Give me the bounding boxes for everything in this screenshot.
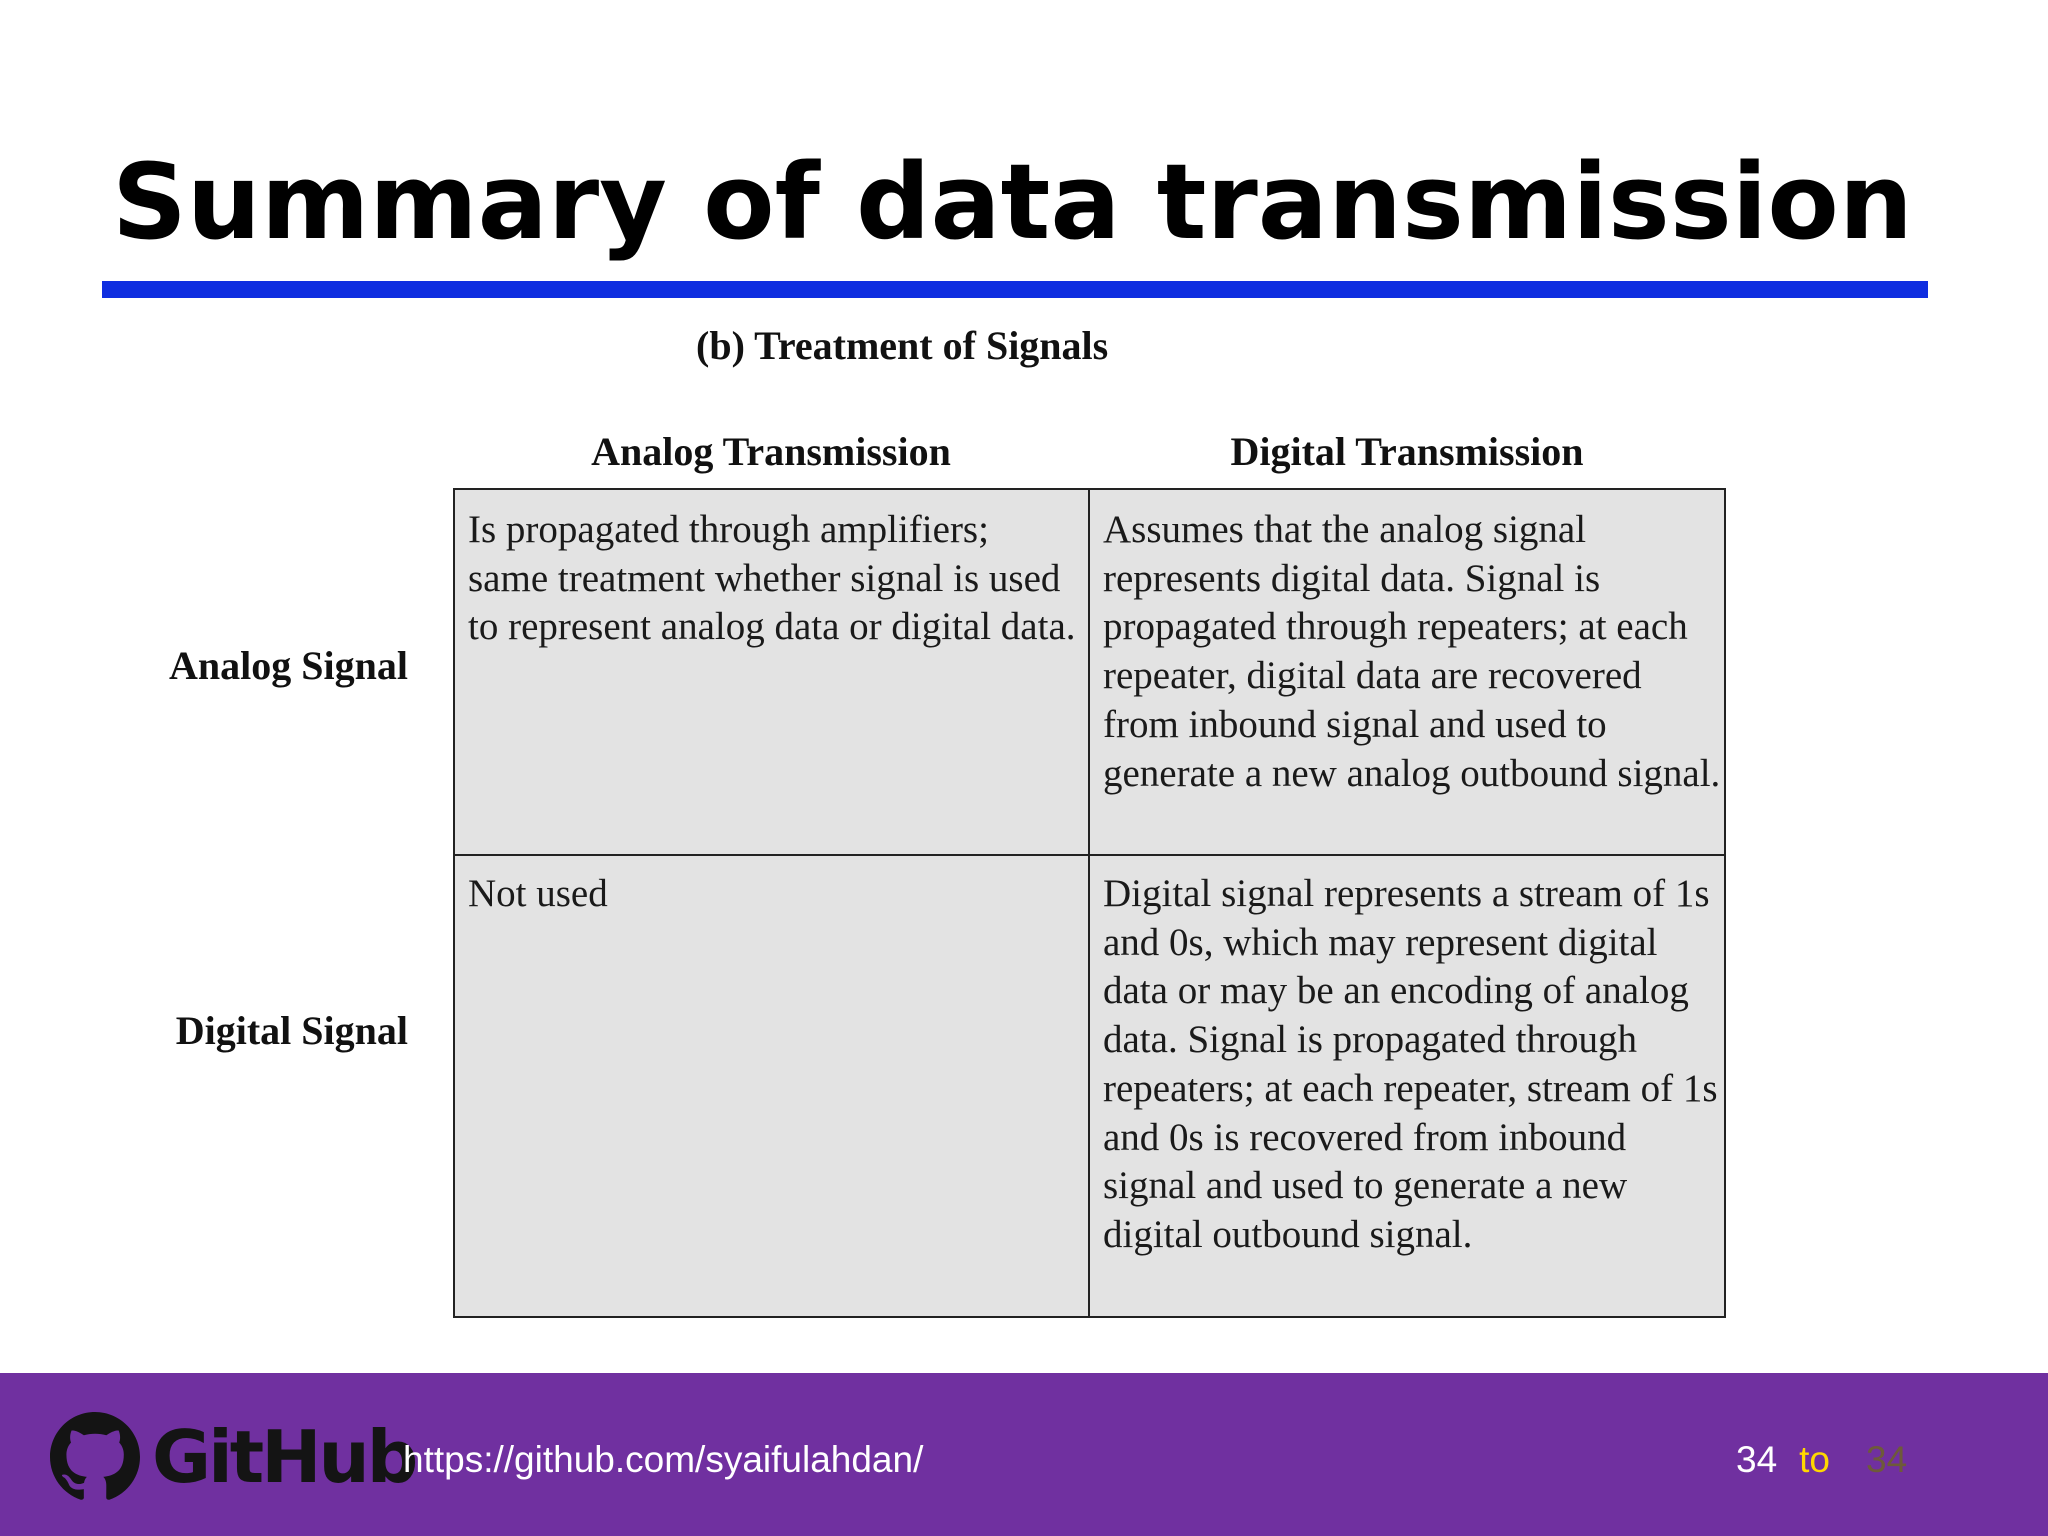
page-current-number: 34 <box>1736 1439 1778 1480</box>
github-logo[interactable]: GitHub <box>50 1412 418 1502</box>
table-column-divider <box>1088 488 1090 1318</box>
footer-bar: GitHub https://github.com/syaifulahdan/ … <box>0 1373 2048 1536</box>
table-row-divider <box>455 854 1724 856</box>
page-separator: to <box>1799 1439 1831 1480</box>
page-total-number: 34 <box>1866 1439 1908 1480</box>
table-cell-analog-signal-analog-transmission: Is propagated through amplifiers; same t… <box>468 508 1076 649</box>
page-indicator: 34 to 34 <box>1736 1439 1907 1481</box>
table-cell-analog-signal-digital-transmission: Assumes that the analog signal represent… <box>1103 508 1721 795</box>
column-header-analog-transmission: Analog Transmission <box>591 429 951 474</box>
column-header-digital-transmission: Digital Transmission <box>1230 429 1584 474</box>
title-underline <box>102 281 1928 298</box>
footer-url-link[interactable]: https://github.com/syaifulahdan/ <box>403 1439 924 1480</box>
table-cell-digital-signal-analog-transmission: Not used <box>468 872 608 915</box>
signal-treatment-table: Is propagated through amplifiers; same t… <box>453 488 1726 1318</box>
table-caption: (b) Treatment of Signals <box>696 323 1109 368</box>
row-header-analog-signal: Analog Signal <box>169 643 408 688</box>
github-wordmark: GitHub <box>152 1415 418 1499</box>
slide-title: Summary of data transmission <box>112 141 1913 263</box>
row-header-digital-signal: Digital Signal <box>175 1008 408 1053</box>
table-cell-digital-signal-digital-transmission: Digital signal represents a stream of 1s… <box>1103 872 1718 1256</box>
github-octocat-icon <box>50 1412 140 1500</box>
